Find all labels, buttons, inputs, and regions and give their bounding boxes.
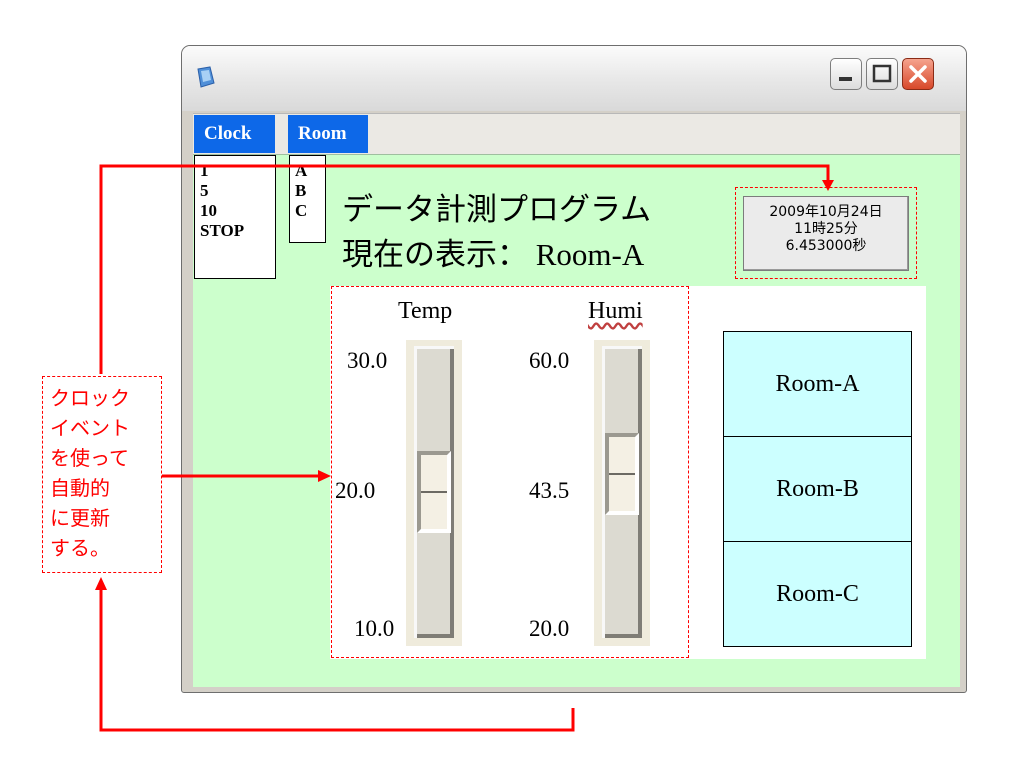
humi-tick-mid: 43.5 [529, 478, 570, 503]
callout-line: クロック [50, 386, 130, 410]
room-b-button[interactable]: Room-B [723, 436, 912, 542]
room-a-button[interactable]: Room-A [723, 331, 912, 437]
program-title: データ計測プログラム [342, 192, 652, 228]
current-display-value: Room-A [535, 237, 645, 272]
minimize-icon [839, 77, 852, 81]
menu-clock[interactable]: Clock [194, 115, 275, 153]
room-dropdown: A B C [289, 155, 326, 243]
humi-slider-thumb[interactable] [605, 432, 639, 515]
room-option-a[interactable]: A [295, 161, 308, 180]
current-display: 現在の表示： Room-A [342, 237, 644, 273]
callout-line: する。 [50, 536, 110, 560]
clock-dropdown: 1 5 10 STOP [194, 155, 276, 279]
maximize-button[interactable] [866, 58, 898, 90]
callout-line: を使って [50, 446, 129, 470]
meters-highlight [331, 286, 689, 658]
temp-tick-mid: 20.0 [335, 478, 376, 503]
menu-bar: Clock Room [193, 113, 960, 155]
title-bar[interactable] [182, 46, 966, 111]
callout-line: イベント [50, 416, 130, 440]
humi-slider[interactable] [594, 340, 650, 646]
callout-line: 自動的 [50, 476, 110, 500]
maximize-icon [872, 64, 892, 83]
clock-option-5[interactable]: 5 [200, 181, 209, 200]
minimize-button[interactable] [830, 58, 862, 90]
close-icon [909, 65, 927, 83]
app-icon [197, 66, 215, 88]
arrow-head-callout [95, 577, 107, 590]
room-option-c[interactable]: C [295, 201, 308, 220]
room-c-button[interactable]: Room-C [723, 541, 912, 647]
current-display-label: 現在の表示： [342, 237, 528, 273]
menu-room[interactable]: Room [288, 115, 368, 153]
clock-option-stop[interactable]: STOP [200, 221, 245, 240]
callout-line: に更新 [50, 506, 110, 530]
room-option-b[interactable]: B [295, 181, 307, 200]
temp-slider-thumb[interactable] [417, 451, 451, 533]
close-button[interactable] [902, 58, 934, 90]
clock-option-1[interactable]: 1 [200, 161, 209, 180]
annotation-callout: クロック イベント を使って 自動的 に更新 する。 [42, 376, 162, 573]
temp-slider[interactable] [406, 340, 462, 646]
datetime-highlight [735, 187, 917, 279]
clock-option-10[interactable]: 10 [200, 201, 217, 220]
